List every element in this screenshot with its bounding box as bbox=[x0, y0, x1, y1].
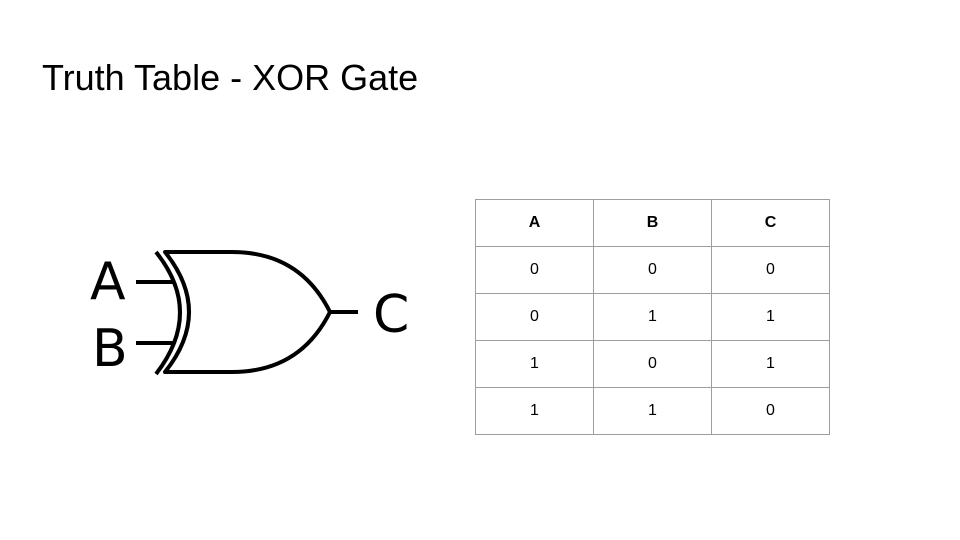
xor-gate-body bbox=[163, 250, 332, 374]
gate-output-label: C bbox=[373, 285, 409, 345]
xor-gate-diagram: A B C bbox=[90, 250, 409, 379]
truth-table-header-row: A B C bbox=[475, 199, 830, 247]
table-cell: 1 bbox=[593, 293, 712, 341]
table-cell: 0 bbox=[475, 246, 594, 294]
table-cell: 1 bbox=[711, 340, 830, 388]
gate-input-b-label: B bbox=[92, 319, 128, 379]
gate-input-a-label: A bbox=[90, 252, 126, 312]
column-header-b: B bbox=[593, 199, 712, 247]
slide-title: Truth Table - XOR Gate bbox=[42, 57, 419, 98]
table-cell: 1 bbox=[593, 387, 712, 435]
table-cell: 0 bbox=[593, 246, 712, 294]
table-cell: 1 bbox=[475, 340, 594, 388]
column-header-c: C bbox=[711, 199, 830, 247]
table-row: 1 0 1 bbox=[475, 340, 830, 388]
table-cell: 0 bbox=[475, 293, 594, 341]
xor-input-curve bbox=[154, 250, 182, 376]
table-row: 1 1 0 bbox=[475, 387, 830, 435]
table-row: 0 0 0 bbox=[475, 246, 830, 294]
table-cell: 1 bbox=[475, 387, 594, 435]
table-cell: 0 bbox=[711, 246, 830, 294]
table-cell: 1 bbox=[711, 293, 830, 341]
table-cell: 0 bbox=[593, 340, 712, 388]
truth-table: A B C 0 0 0 0 1 1 1 0 1 1 1 0 bbox=[475, 199, 830, 435]
column-header-a: A bbox=[475, 199, 594, 247]
table-cell: 0 bbox=[711, 387, 830, 435]
table-row: 0 1 1 bbox=[475, 293, 830, 341]
